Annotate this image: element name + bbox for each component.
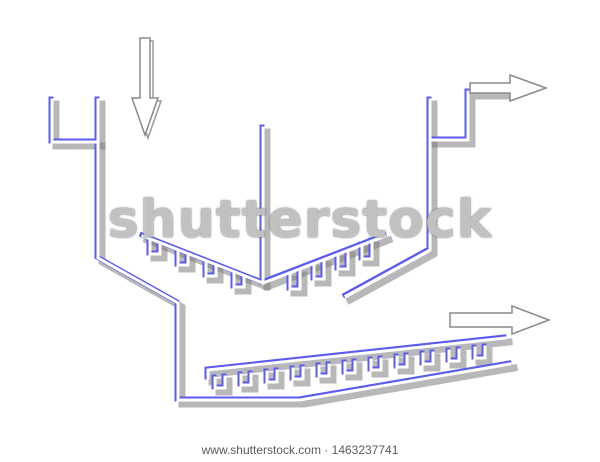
upper-tray-tooth-right <box>288 269 302 291</box>
inlet-arrow-down-face <box>130 37 160 138</box>
lower-tray-tooth <box>213 375 227 390</box>
outlet-arrow-bottom <box>449 304 552 336</box>
watermark-image-id: www.shutterstock.com · 1463237741 <box>201 443 399 457</box>
main-vessel-left-wall-shadow <box>98 142 519 408</box>
right-outlet-pipe-shadow <box>430 92 513 148</box>
pipe-network <box>48 88 519 408</box>
upper-tray-tooth-left <box>232 271 246 289</box>
lower-tray-tooth <box>239 372 253 387</box>
lower-tray-tooth <box>447 348 461 363</box>
right-vessel-wall-shadow <box>345 100 438 305</box>
upper-tray-tooth-left <box>176 249 190 267</box>
upper-tray-tooth-left <box>148 238 162 256</box>
outlet-arrow-top <box>469 73 549 103</box>
lower-tray-tooth <box>421 351 435 366</box>
left-inlet-cup-shadow <box>52 100 106 150</box>
lower-tray <box>206 336 507 380</box>
lower-tray-tooth <box>265 369 279 384</box>
lower-tray-tooth <box>395 354 409 369</box>
upper-tray-tooth-right <box>336 249 350 271</box>
lower-tray-tooth <box>473 345 487 360</box>
lower-tray-tooth <box>291 366 305 381</box>
lower-tray-tooth <box>369 357 383 372</box>
upper-tray-tooth-left <box>204 260 218 278</box>
left-inlet-cup <box>50 98 100 144</box>
main-vessel-left-wall <box>96 140 512 402</box>
lower-tray-tooth <box>317 363 331 378</box>
upper-tray-tooth-right <box>312 259 326 281</box>
right-vessel-wall <box>343 98 432 299</box>
lower-tray-tooth <box>343 360 357 375</box>
upper-tray-tooth-right <box>360 239 374 261</box>
